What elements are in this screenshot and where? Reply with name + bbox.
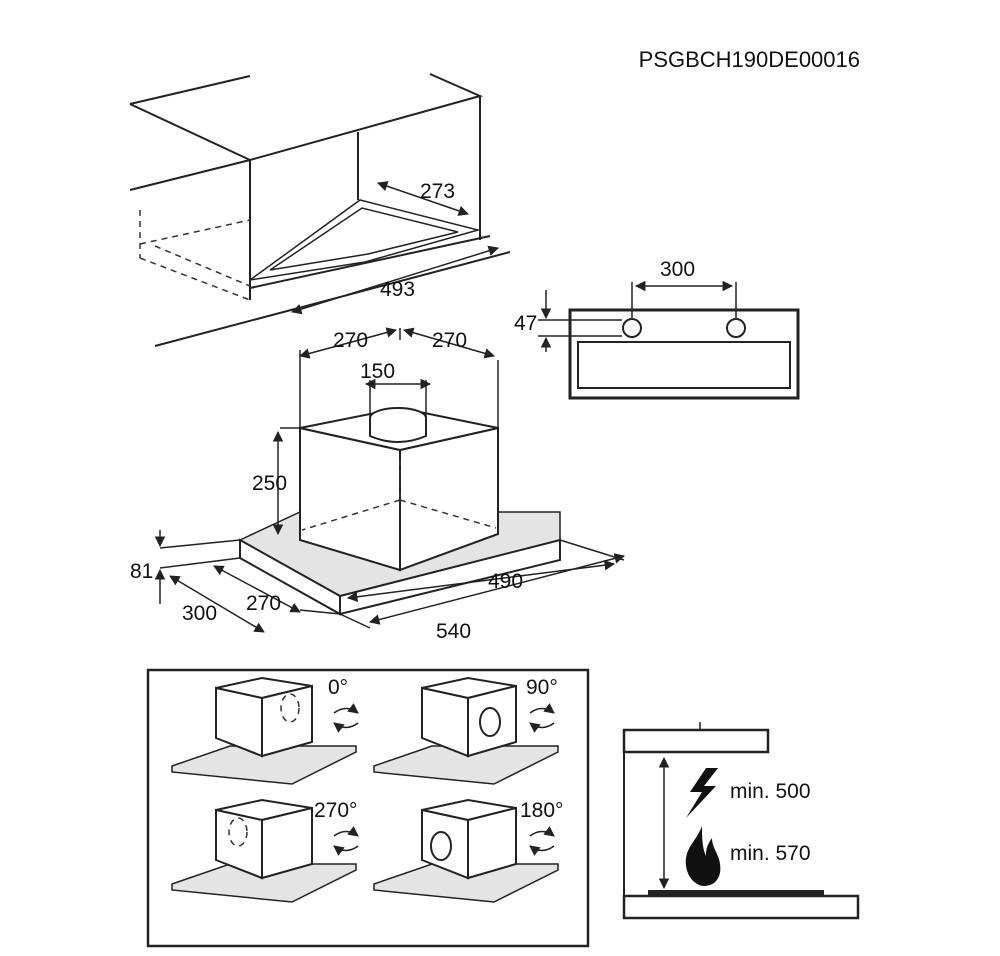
cabinet-width-label: 493 bbox=[380, 278, 415, 301]
body-depth-label: 270 bbox=[246, 592, 281, 615]
electric-clearance-label: min. 500 bbox=[730, 780, 811, 803]
cabinet-drawing bbox=[129, 73, 511, 347]
hood-right-offset-label: 270 bbox=[432, 329, 467, 352]
body-height-label: 250 bbox=[252, 472, 287, 495]
hood-left-offset-label: 270 bbox=[333, 329, 368, 352]
orientation-0 bbox=[171, 676, 359, 785]
document-code: PSGBCH190DE00016 bbox=[639, 47, 860, 72]
orientation-180-label: 180° bbox=[520, 799, 563, 822]
gas-clearance-label: min. 570 bbox=[730, 842, 811, 865]
orientation-270-label: 270° bbox=[314, 799, 357, 822]
hole-spacing-label: 300 bbox=[660, 258, 695, 281]
cabinet-depth-label: 273 bbox=[420, 180, 455, 203]
mount-plate-drawing bbox=[538, 280, 800, 400]
lightning-icon bbox=[686, 768, 718, 818]
hole-offset-label: 47 bbox=[514, 312, 537, 335]
orientation-panel bbox=[146, 668, 590, 948]
orientation-180 bbox=[373, 798, 559, 903]
duct-diameter-label: 150 bbox=[360, 360, 395, 383]
panel-height-label: 81 bbox=[130, 560, 153, 583]
panel-width-label: 540 bbox=[436, 620, 471, 643]
clearance-drawing bbox=[622, 722, 860, 920]
orientation-0-label: 0° bbox=[328, 676, 348, 699]
orientation-90 bbox=[373, 676, 559, 785]
orientation-270 bbox=[171, 798, 359, 903]
hood-drawing bbox=[154, 327, 626, 633]
panel-depth-label: 300 bbox=[182, 602, 217, 625]
flame-icon bbox=[685, 826, 721, 886]
body-width-label: 490 bbox=[488, 570, 523, 593]
orientation-90-label: 90° bbox=[526, 676, 558, 699]
